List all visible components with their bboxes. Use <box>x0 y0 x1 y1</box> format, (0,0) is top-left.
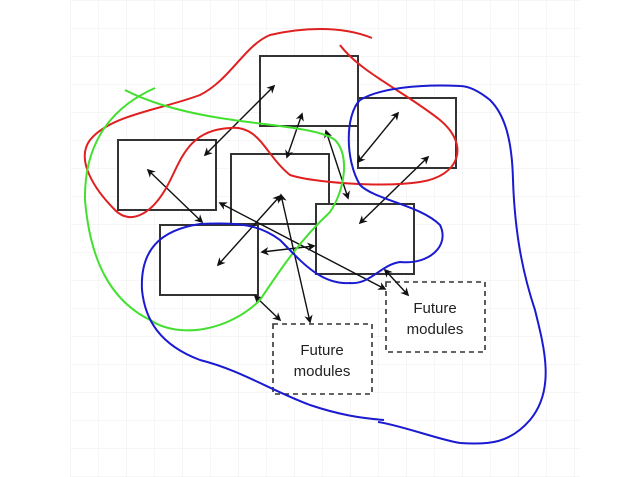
future-module-2-line1: Future <box>413 300 456 317</box>
module-box-top[interactable] <box>259 55 359 127</box>
module-box-top-right[interactable] <box>357 97 457 169</box>
module-box-right[interactable] <box>315 203 415 275</box>
future-module-box-2[interactable] <box>385 281 486 353</box>
module-box-left[interactable] <box>117 139 217 211</box>
future-module-1-line2: modules <box>294 363 351 380</box>
arrow <box>285 112 304 159</box>
green-grouping <box>83 87 346 332</box>
module-box-bottom-left[interactable] <box>159 224 259 296</box>
future-module-box-1[interactable] <box>272 323 373 395</box>
arrow <box>324 129 350 200</box>
future-module-1-line1: Future <box>300 342 343 359</box>
arrow <box>146 168 204 224</box>
future-module-2-line2: modules <box>407 321 464 338</box>
dependency-arrows <box>146 84 430 324</box>
red-grouping <box>83 28 459 219</box>
arrow <box>356 111 400 164</box>
blue-grouping <box>140 84 547 445</box>
arrow <box>383 268 410 297</box>
